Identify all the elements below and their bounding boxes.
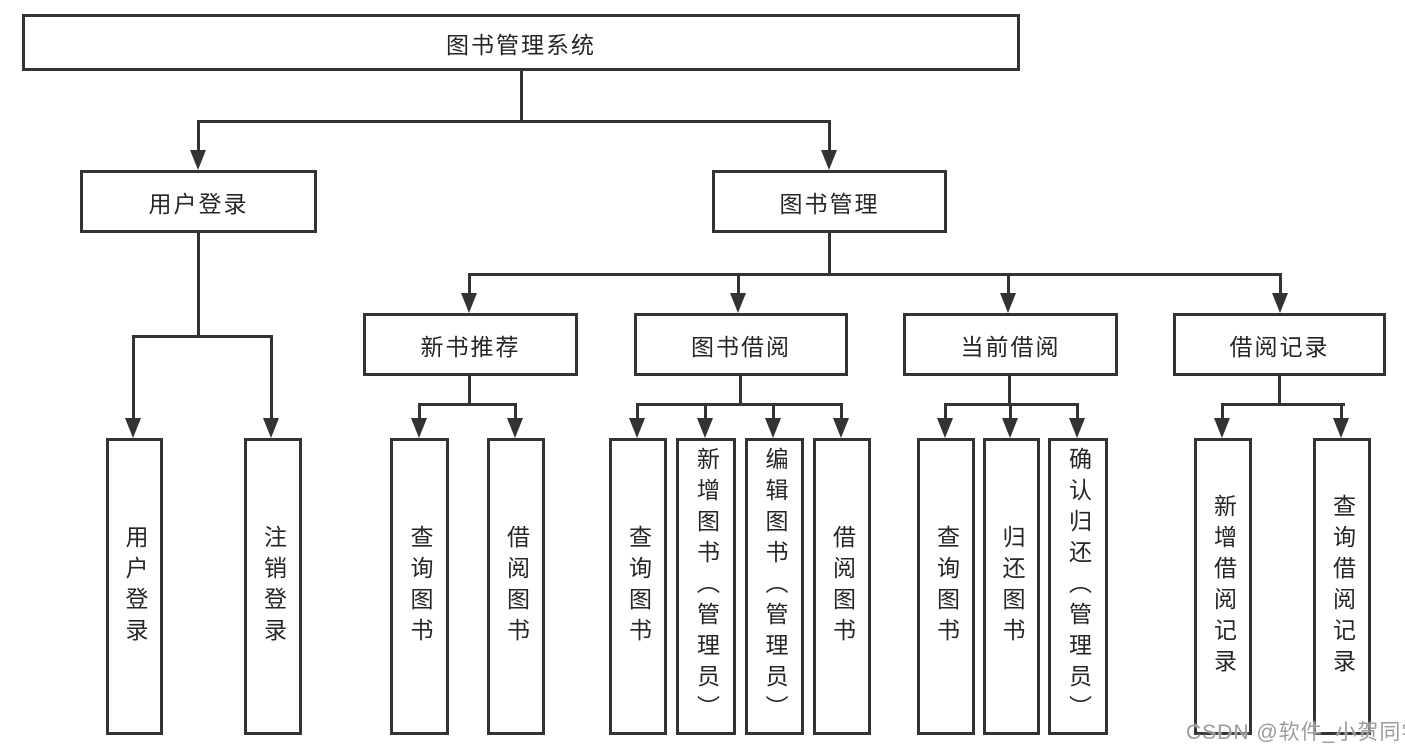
arrow-down-icon bbox=[1214, 418, 1230, 438]
csdn-watermark: CSDN @软件_小贺同学 bbox=[1186, 721, 1405, 744]
leaf-edit-book-admin: 编辑图书（管理员） bbox=[745, 438, 804, 735]
arrow-down-icon bbox=[1272, 293, 1288, 313]
connector-line bbox=[739, 376, 742, 406]
connector-line bbox=[1221, 403, 1345, 406]
connector-line bbox=[1279, 273, 1282, 295]
connector-line bbox=[828, 120, 831, 152]
connector-line bbox=[197, 120, 831, 123]
arrow-down-icon bbox=[730, 293, 746, 313]
arrow-down-icon bbox=[125, 418, 141, 438]
connector-line bbox=[1009, 403, 1012, 420]
connector-line bbox=[468, 273, 471, 295]
leaf-borrow-books-recommend: 借阅图书 bbox=[487, 438, 545, 735]
leaf-query-books-borrow: 查询图书 bbox=[609, 438, 667, 735]
arrow-down-icon bbox=[507, 418, 523, 438]
connector-line bbox=[737, 273, 740, 295]
connector-line bbox=[468, 273, 1282, 276]
connector-line bbox=[828, 233, 831, 276]
leaf-borrow-books: 借阅图书 bbox=[813, 438, 871, 735]
node-borrow-records: 借阅记录 bbox=[1173, 313, 1386, 376]
connector-line bbox=[704, 403, 707, 420]
connector-line bbox=[1221, 403, 1224, 420]
arrow-down-icon bbox=[697, 418, 713, 438]
arrow-down-icon bbox=[263, 418, 279, 438]
connector-line bbox=[1007, 273, 1010, 295]
leaf-query-books-current: 查询图书 bbox=[917, 438, 975, 735]
arrow-down-icon bbox=[1000, 293, 1016, 313]
connector-line bbox=[1008, 376, 1011, 406]
connector-line bbox=[944, 403, 947, 420]
arrow-down-icon bbox=[821, 150, 837, 170]
connector-line bbox=[468, 376, 471, 406]
leaf-confirm-return-admin: 确认归还（管理员） bbox=[1048, 438, 1108, 735]
node-user-login-branch: 用户登录 bbox=[80, 170, 317, 233]
leaf-query-borrow-record: 查询借阅记录 bbox=[1313, 438, 1371, 735]
arrow-down-icon bbox=[461, 293, 477, 313]
connector-line bbox=[197, 120, 200, 152]
node-book-management: 图书管理 bbox=[712, 170, 947, 233]
connector-line bbox=[418, 403, 421, 420]
connector-line bbox=[772, 403, 775, 420]
connector-line bbox=[1076, 403, 1079, 420]
connector-line bbox=[132, 335, 273, 338]
connector-line bbox=[514, 403, 517, 420]
leaf-add-book-admin: 新增图书（管理员） bbox=[676, 438, 736, 735]
arrow-down-icon bbox=[411, 418, 427, 438]
leaf-add-borrow-record: 新增借阅记录 bbox=[1194, 438, 1252, 735]
connector-line bbox=[1278, 376, 1281, 406]
connector-line bbox=[636, 403, 639, 420]
node-root: 图书管理系统 bbox=[22, 14, 1020, 71]
arrow-down-icon bbox=[1002, 418, 1018, 438]
connector-line bbox=[418, 403, 517, 406]
connector-line bbox=[132, 335, 135, 420]
leaf-return-book: 归还图书 bbox=[983, 438, 1040, 735]
leaf-logout: 注销登录 bbox=[244, 438, 302, 735]
connector-line bbox=[270, 335, 273, 420]
connector-line bbox=[840, 403, 843, 420]
connector-line bbox=[197, 233, 200, 338]
connector-line bbox=[1340, 403, 1343, 420]
arrow-down-icon bbox=[1069, 418, 1085, 438]
arrow-down-icon bbox=[1333, 418, 1349, 438]
arrow-down-icon bbox=[833, 418, 849, 438]
connector-line bbox=[636, 403, 843, 406]
node-current-borrow: 当前借阅 bbox=[903, 313, 1118, 376]
arrow-down-icon bbox=[629, 418, 645, 438]
leaf-query-books-recommend: 查询图书 bbox=[390, 438, 449, 735]
node-new-book-recommend: 新书推荐 bbox=[363, 313, 578, 376]
node-book-borrow: 图书借阅 bbox=[634, 313, 848, 376]
connector-line bbox=[520, 70, 523, 123]
arrow-down-icon bbox=[765, 418, 781, 438]
arrow-down-icon bbox=[190, 150, 206, 170]
leaf-user-login: 用户登录 bbox=[106, 438, 163, 735]
arrow-down-icon bbox=[937, 418, 953, 438]
